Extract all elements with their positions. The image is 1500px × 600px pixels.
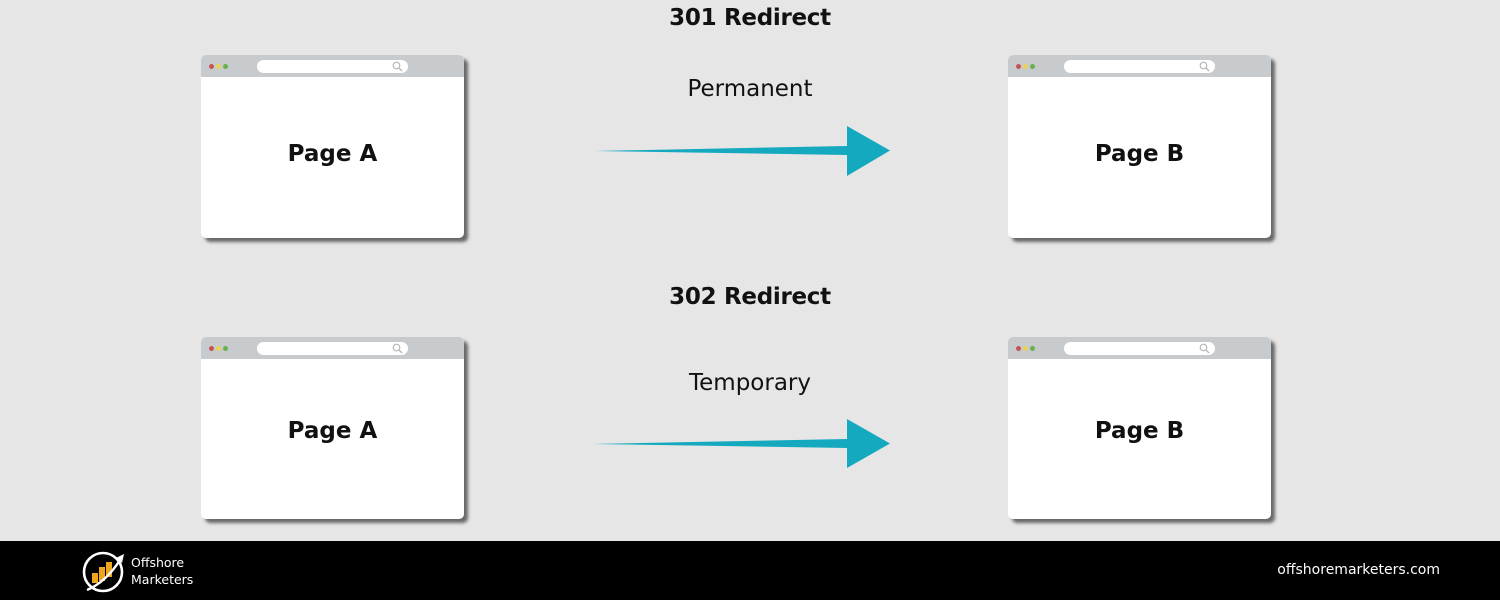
window-minimize-dot-icon (1023, 64, 1028, 69)
search-icon (392, 343, 403, 354)
page-label: Page B (1094, 418, 1185, 444)
browser-titlebar (201, 337, 464, 359)
window-maximize-dot-icon (1030, 346, 1035, 351)
page-label: Page A (287, 141, 378, 167)
offshore-marketers-logo-icon (82, 551, 124, 593)
address-bar (1064, 342, 1215, 355)
browser-window-page-a-302: Page A (201, 337, 464, 519)
window-minimize-dot-icon (216, 346, 221, 351)
address-bar (257, 60, 408, 73)
search-icon (1199, 343, 1210, 354)
window-minimize-dot-icon (1023, 346, 1028, 351)
browser-titlebar (1008, 55, 1271, 77)
window-close-dot-icon (1016, 346, 1021, 351)
redirect-arrow-icon-301 (595, 126, 890, 176)
window-minimize-dot-icon (216, 64, 221, 69)
section-title-302: 302 Redirect (669, 284, 831, 310)
search-icon (1199, 61, 1210, 72)
browser-titlebar (1008, 337, 1271, 359)
page-label: Page B (1094, 141, 1185, 167)
window-maximize-dot-icon (223, 64, 228, 69)
browser-window-page-a-301: Page A (201, 55, 464, 238)
search-icon (392, 61, 403, 72)
browser-titlebar (201, 55, 464, 77)
website-link[interactable]: offshoremarketers.com (1277, 562, 1440, 578)
redirect-type-label-301: Permanent (687, 76, 813, 102)
redirect-arrow-icon-302 (593, 419, 890, 468)
browser-window-page-b-302: Page B (1008, 337, 1271, 519)
redirect-type-label-302: Temporary (689, 370, 811, 396)
window-maximize-dot-icon (223, 346, 228, 351)
browser-window-page-b-301: Page B (1008, 55, 1271, 238)
address-bar (257, 342, 408, 355)
address-bar (1064, 60, 1215, 73)
footer: Offshore Marketers offshoremarketers.com (0, 541, 1500, 600)
page-label: Page A (287, 418, 378, 444)
brand-name: Offshore Marketers (131, 554, 193, 588)
window-close-dot-icon (209, 346, 214, 351)
brand-name-line1: Offshore (131, 555, 185, 570)
section-title-301: 301 Redirect (669, 5, 831, 31)
window-close-dot-icon (209, 64, 214, 69)
brand-name-line2: Marketers (131, 572, 194, 587)
window-maximize-dot-icon (1030, 64, 1035, 69)
window-close-dot-icon (1016, 64, 1021, 69)
